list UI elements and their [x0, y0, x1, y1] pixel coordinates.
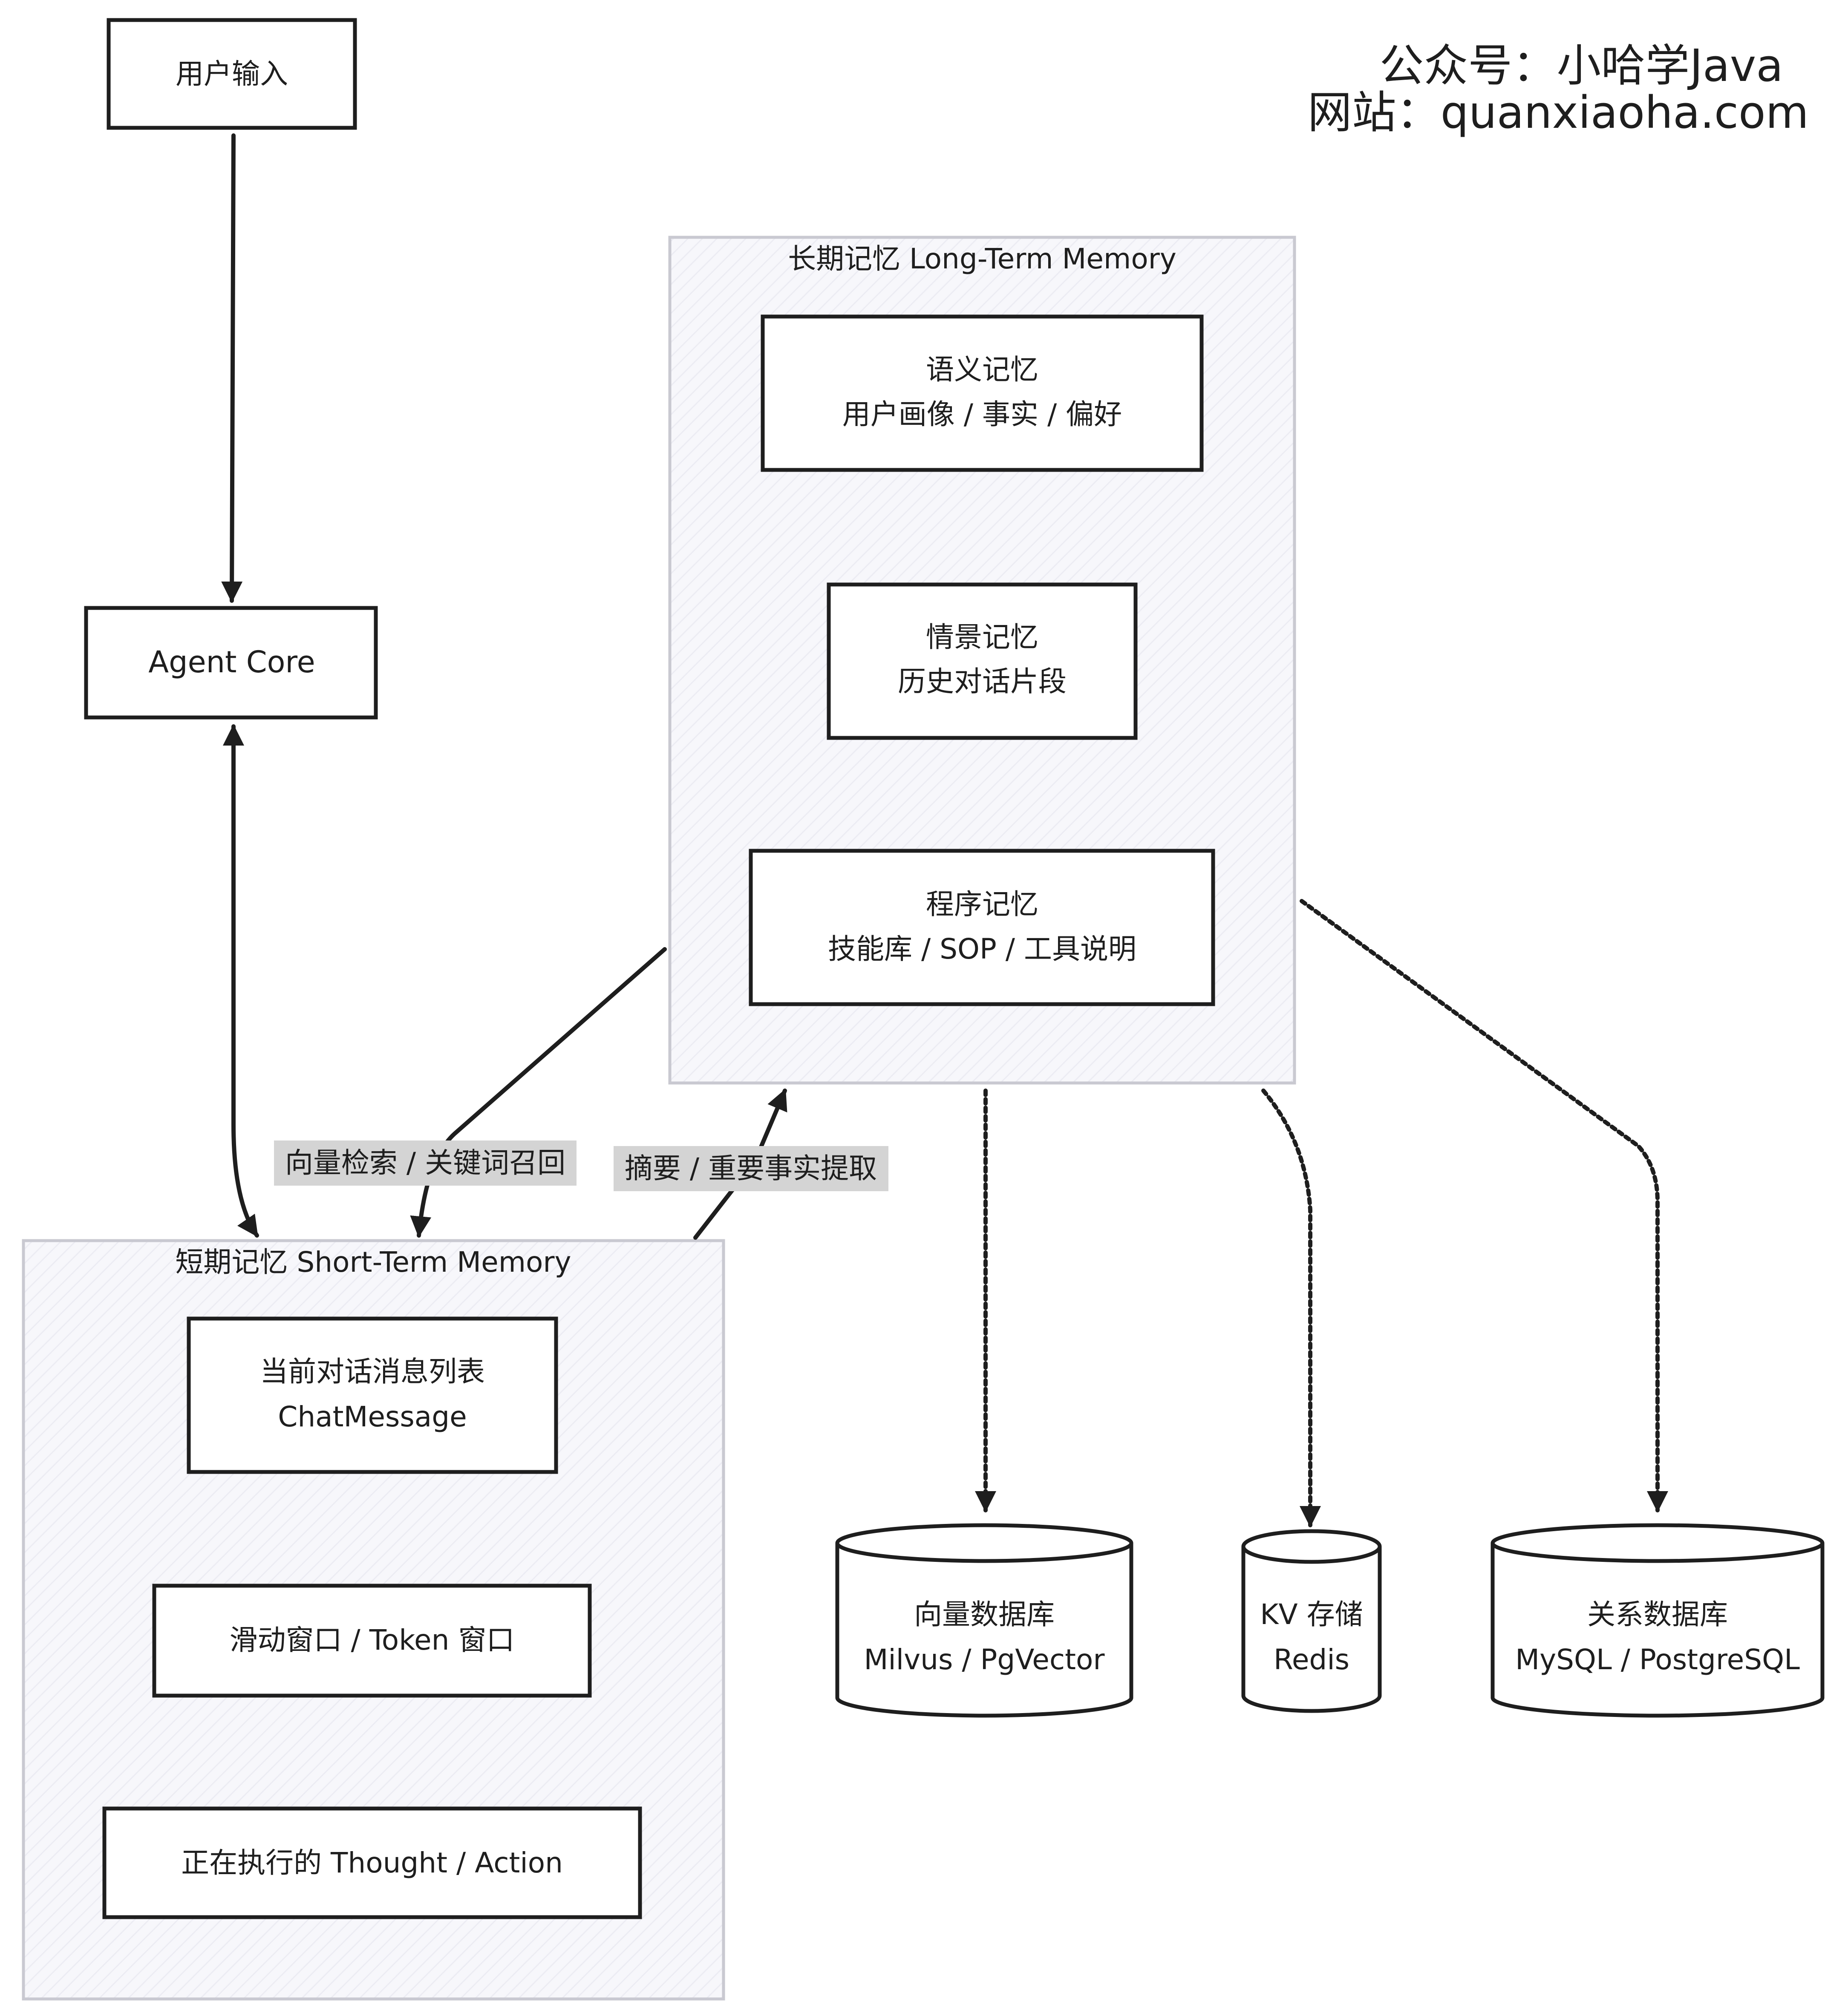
chat-messages-node: 当前对话消息列表 ChatMessage: [187, 1316, 558, 1474]
chat-messages-title: 当前对话消息列表: [260, 1355, 485, 1388]
chat-messages-detail: ChatMessage: [278, 1400, 467, 1433]
kv-store-cylinder: KV 存储 Redis: [1241, 1529, 1382, 1713]
relational-database-cylinder: 关系数据库 MySQL / PostgreSQL: [1491, 1523, 1825, 1718]
vector-database-title: 向量数据库: [914, 1598, 1055, 1631]
watermark-line1: 公众号：小哈学Java: [1379, 40, 1783, 92]
user-input-label: 用户输入: [176, 58, 288, 90]
edge-label-retrieve: 向量检索 / 关键词召回: [274, 1140, 577, 1186]
relational-database-title: 关系数据库: [1587, 1598, 1728, 1631]
relational-database-detail: MySQL / PostgreSQL: [1515, 1643, 1800, 1676]
edge-label-retrieve-text: 向量检索 / 关键词召回: [285, 1146, 565, 1179]
sliding-window-node: 滑动窗口 / Token 窗口: [152, 1584, 592, 1698]
watermark-line2: 网站：quanxiaoha.com: [1308, 86, 1809, 138]
vector-database-cylinder: 向量数据库 Milvus / PgVector: [835, 1523, 1133, 1718]
edge-long-to-kv: [1261, 1089, 1321, 1527]
edge-core-short-term: [223, 724, 259, 1238]
episodic-memory-title: 情景记忆: [926, 621, 1038, 654]
long-term-memory-title: 长期记忆 Long-Term Memory: [788, 242, 1176, 275]
short-term-memory-title: 短期记忆 Short-Term Memory: [175, 1246, 571, 1279]
semantic-memory-detail: 用户画像 / 事实 / 偏好: [842, 398, 1122, 431]
semantic-memory-node: 语义记忆 用户画像 / 事实 / 偏好: [761, 314, 1204, 472]
agent-core-node: Agent Core: [84, 606, 378, 720]
semantic-memory-title: 语义记忆: [926, 353, 1038, 386]
procedural-memory-detail: 技能库 / SOP / 工具说明: [828, 933, 1136, 965]
procedural-memory-node: 程序记忆 技能库 / SOP / 工具说明: [749, 849, 1215, 1006]
vector-database-detail: Milvus / PgVector: [864, 1643, 1105, 1676]
thought-action-label: 正在执行的 Thought / Action: [181, 1846, 563, 1879]
user-input-node: 用户输入: [107, 18, 357, 130]
edge-label-summarize: 摘要 / 重要事实提取: [614, 1146, 888, 1191]
episodic-memory-node: 情景记忆 历史对话片段: [827, 582, 1138, 740]
watermark: 公众号：小哈学Java 网站：quanxiaoha.com: [1308, 40, 1809, 138]
agent-core-label: Agent Core: [148, 645, 315, 680]
kv-store-detail: Redis: [1274, 1643, 1349, 1676]
sliding-window-label: 滑动窗口 / Token 窗口: [230, 1624, 515, 1656]
thought-action-node: 正在执行的 Thought / Action: [102, 1806, 642, 1919]
edge-input-to-core: [221, 133, 243, 603]
edge-long-to-relational: [1300, 899, 1668, 1512]
edge-long-to-short: [410, 947, 667, 1238]
kv-store-title: KV 存储: [1260, 1598, 1363, 1631]
procedural-memory-title: 程序记忆: [926, 888, 1038, 921]
edge-label-summarize-text: 摘要 / 重要事实提取: [625, 1152, 877, 1185]
episodic-memory-detail: 历史对话片段: [898, 665, 1067, 698]
